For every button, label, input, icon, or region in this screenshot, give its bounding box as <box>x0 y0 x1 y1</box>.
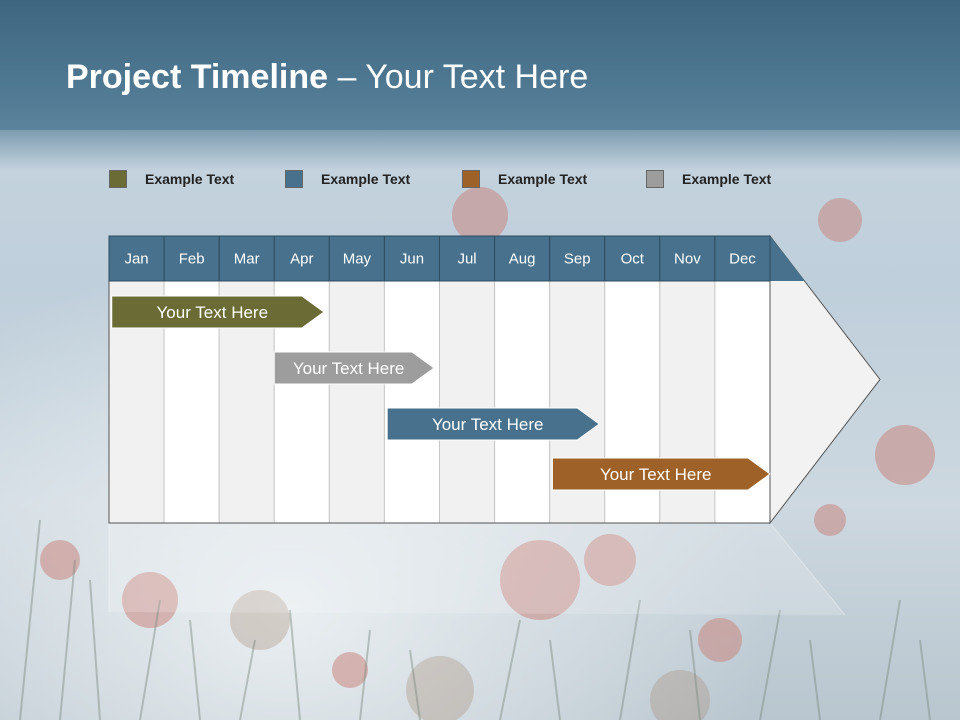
month-label: Sep <box>564 251 591 268</box>
task-label: Your Text Here <box>157 303 269 322</box>
reflection-shape <box>109 523 845 615</box>
month-label: Aug <box>509 251 536 268</box>
month-header-cell <box>604 235 661 282</box>
month-header-row: Jan Feb Mar Apr May Jun Jul Aug Sep Oct Nov Dec <box>108 235 771 282</box>
header-banner <box>0 0 960 130</box>
month-label: Apr <box>290 251 313 268</box>
legend-swatch <box>109 170 127 188</box>
month-label: Feb <box>179 251 205 268</box>
month-label: Jan <box>124 251 148 268</box>
legend-label: Example Text <box>145 171 235 187</box>
month-header-cell <box>328 235 385 282</box>
task-bar <box>551 457 771 491</box>
month-label: Jul <box>457 251 476 268</box>
title-rest: – Your Text Here <box>328 58 589 96</box>
month-label: Dec <box>729 251 756 268</box>
task-label: Your Text Here <box>293 359 405 378</box>
legend-item-2: Example Text <box>285 170 410 188</box>
title-bold: Project Timeline <box>66 58 329 96</box>
month-header-cell <box>494 235 551 282</box>
legend-label: Example Text <box>321 171 411 187</box>
legend-swatch <box>646 170 664 188</box>
header-fade <box>0 120 960 170</box>
month-label: May <box>343 251 372 268</box>
task-label: Your Text Here <box>432 415 544 434</box>
month-label: Oct <box>621 251 645 268</box>
month-header-cell <box>108 235 165 282</box>
slide-title: Project Timeline – Your Text Here <box>66 58 588 97</box>
task-label: Your Text Here <box>600 465 712 484</box>
legend-label: Example Text <box>682 171 772 187</box>
month-header-cell <box>439 235 496 282</box>
task-bar <box>386 407 601 441</box>
month-header-cell <box>163 235 220 282</box>
task-bar <box>273 351 435 385</box>
month-column <box>328 280 385 524</box>
month-column <box>494 280 551 524</box>
month-header-cell <box>659 235 716 282</box>
timeline-arrow <box>769 234 881 525</box>
month-column <box>383 280 440 524</box>
legend-swatch <box>462 170 480 188</box>
legend-item-1: Example Text <box>109 170 234 188</box>
month-header-cell <box>549 235 606 282</box>
month-column <box>439 280 496 524</box>
timeline-reflection <box>108 522 846 616</box>
month-label: Nov <box>674 251 701 268</box>
legend: Example Text Example Text Example Text E… <box>0 170 960 194</box>
legend-label: Example Text <box>498 171 588 187</box>
month-label: Jun <box>400 251 424 268</box>
task-bar <box>111 295 325 329</box>
month-header-cell <box>714 235 771 282</box>
legend-item-4: Example Text <box>646 170 771 188</box>
month-header-cell <box>218 235 275 282</box>
legend-item-3: Example Text <box>462 170 587 188</box>
month-header-cell <box>383 235 440 282</box>
arrow-head-band <box>770 236 805 281</box>
legend-swatch <box>285 170 303 188</box>
reflection-edge <box>769 522 846 616</box>
month-label: Mar <box>234 251 260 268</box>
